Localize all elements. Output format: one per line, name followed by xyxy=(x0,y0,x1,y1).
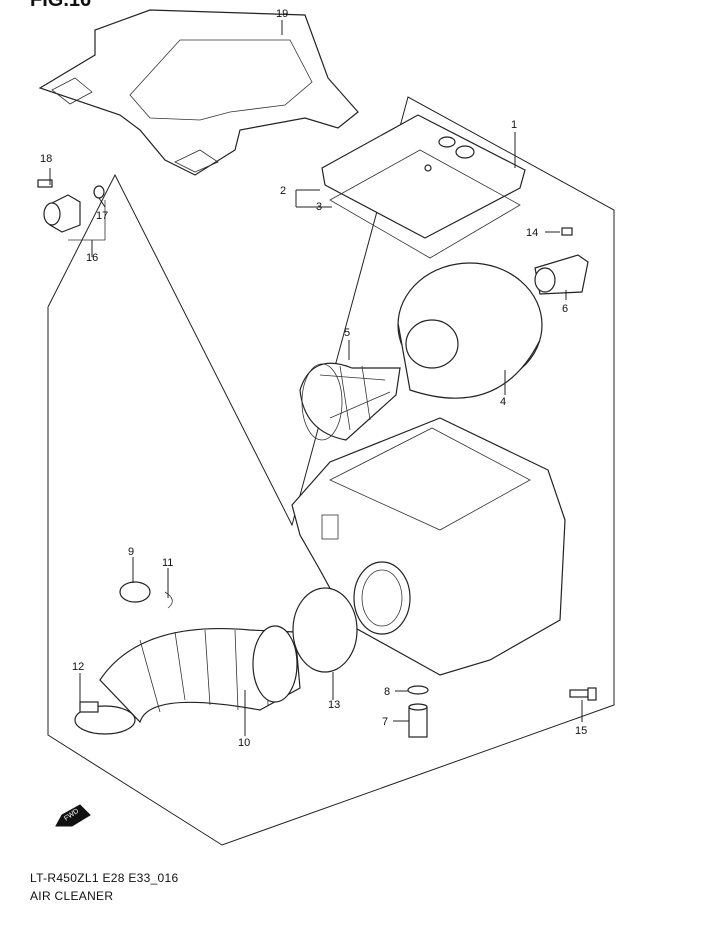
diagram-code: LT-R450ZL1 E28 E33_016 xyxy=(30,871,179,885)
callout-12: 12 xyxy=(72,661,84,673)
lid-seal-part xyxy=(329,149,521,259)
assembly-outline xyxy=(47,96,615,846)
bolt-part xyxy=(569,687,597,701)
breather-bracket xyxy=(68,200,106,241)
gasket-sheet-part xyxy=(38,9,359,176)
filter-element-part xyxy=(397,262,543,399)
holder-part xyxy=(534,227,589,295)
callout-11: 11 xyxy=(162,557,173,569)
callout-19: 19 xyxy=(276,8,288,20)
callout-7: 7 xyxy=(382,716,388,728)
clamp-part xyxy=(119,581,173,609)
intake-tube-part xyxy=(99,625,301,724)
clip-part xyxy=(407,685,429,695)
breather-fitting-part xyxy=(37,179,105,233)
callout-2: 2 xyxy=(280,185,286,197)
air-box-cover-part xyxy=(321,114,526,239)
drain-cap-part xyxy=(408,703,428,738)
callout-5: 5 xyxy=(344,327,350,339)
forward-arrow-icon: FWD xyxy=(55,804,91,827)
leader-lines xyxy=(49,20,583,736)
callout-4: 4 xyxy=(500,396,506,408)
large-clamp-part xyxy=(292,587,358,673)
callout-8: 8 xyxy=(384,686,390,698)
figure-title: FIG.16 xyxy=(30,0,91,11)
callout-1: 1 xyxy=(511,119,517,131)
callout-6: 6 xyxy=(562,303,568,315)
callout-17: 17 xyxy=(96,210,108,222)
tube-clamp-part xyxy=(74,701,136,735)
callout-15: 15 xyxy=(575,725,587,737)
callout-13: 13 xyxy=(328,699,340,711)
callout-16: 16 xyxy=(86,252,98,264)
callout-10: 10 xyxy=(238,737,250,749)
callout-9: 9 xyxy=(128,546,134,558)
diagram-title: AIR CLEANER xyxy=(30,889,114,903)
air-box-case-part xyxy=(291,417,566,676)
callout-3: 3 xyxy=(316,201,322,213)
filter-cage-part xyxy=(299,362,401,441)
callout-14: 14 xyxy=(526,227,538,239)
callout-18: 18 xyxy=(40,153,52,165)
